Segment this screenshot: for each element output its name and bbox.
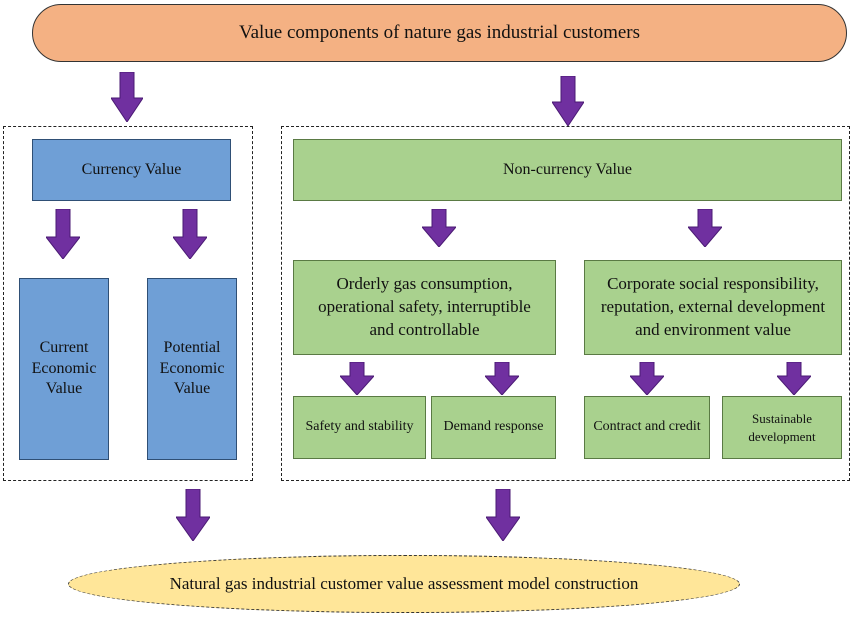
- arrow-title-to-noncurrency: [552, 76, 584, 126]
- arrow-orderly-to-safety: [340, 362, 374, 395]
- sustainable-development-box: Sustainable development: [722, 396, 842, 459]
- arrow-currency-to-current: [46, 209, 80, 259]
- orderly-gas-consumption-box: Orderly gas consumption, operational saf…: [293, 260, 556, 355]
- arrow-orderly-to-demand: [485, 362, 519, 395]
- arrow-noncurrency-to-orderly: [422, 209, 456, 247]
- current-economic-value-box: Current Economic Value: [19, 278, 109, 460]
- arrow-noncurrency-to-model: [486, 489, 520, 541]
- contract-and-credit-box: Contract and credit: [584, 396, 710, 459]
- arrow-currency-to-model: [176, 489, 210, 541]
- arrow-title-to-currency: [111, 72, 143, 122]
- noncurrency-value-box: Non-currency Value: [293, 139, 842, 201]
- currency-value-group: [3, 126, 253, 481]
- assessment-model-oval: Natural gas industrial customer value as…: [68, 555, 740, 613]
- currency-value-box: Currency Value: [32, 139, 231, 201]
- arrow-currency-to-potential: [173, 209, 207, 259]
- potential-economic-value-box: Potential Economic Value: [147, 278, 237, 460]
- title-banner: Value components of nature gas industria…: [32, 4, 847, 62]
- arrow-corporate-to-contract: [630, 362, 664, 395]
- noncurrency-value-group: [281, 126, 850, 481]
- arrow-noncurrency-to-corporate: [688, 209, 722, 247]
- arrow-corporate-to-sustainable: [777, 362, 811, 395]
- title-text: Value components of nature gas industria…: [238, 22, 640, 43]
- arrow-shape: [552, 76, 584, 126]
- corporate-social-responsibility-box: Corporate social responsibility, reputat…: [584, 260, 842, 355]
- safety-and-stability-box: Safety and stability: [293, 396, 426, 459]
- demand-response-box: Demand response: [431, 396, 556, 459]
- arrow-shape: [111, 72, 143, 122]
